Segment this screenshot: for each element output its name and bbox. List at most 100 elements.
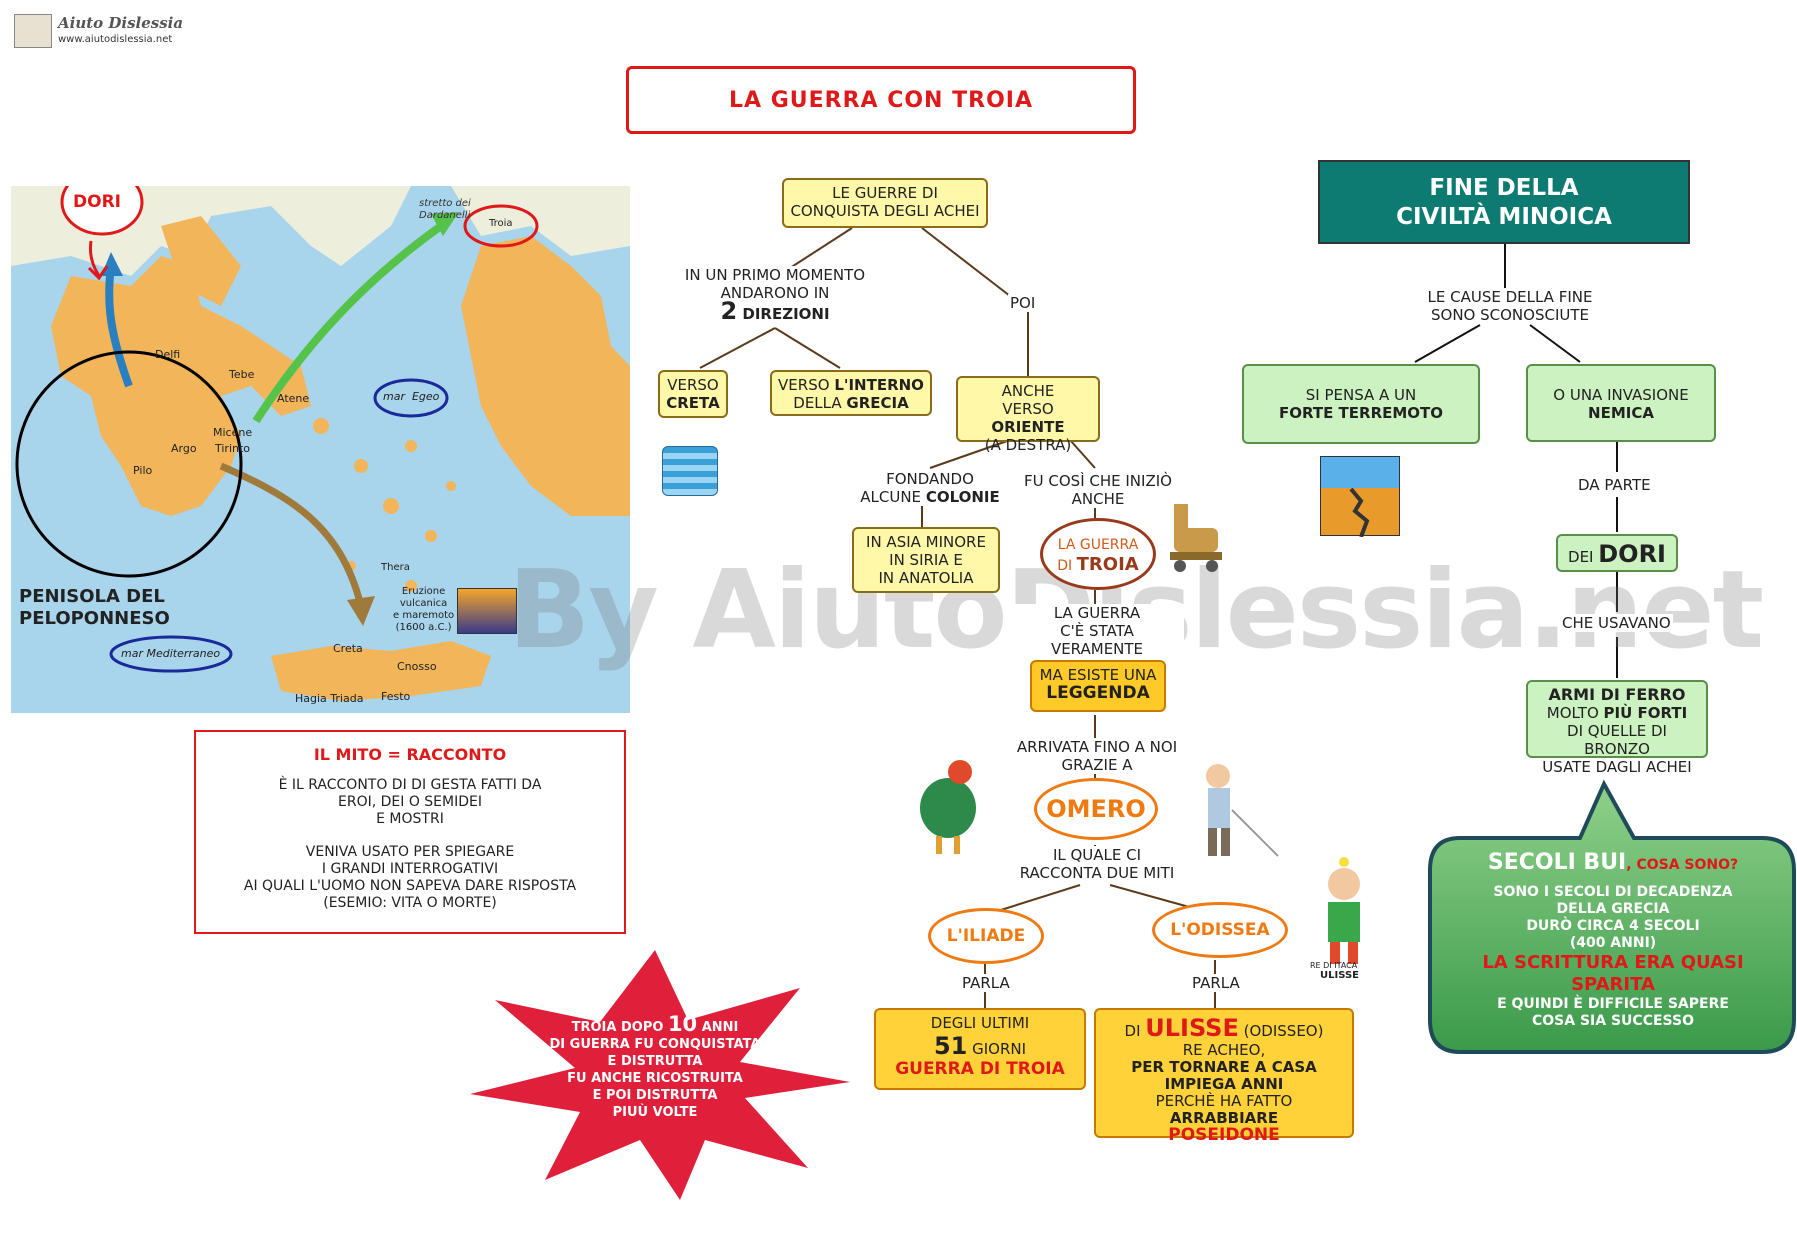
oval-omero: OMERO [1034, 778, 1158, 840]
node-leggenda-a: MA ESISTE UNA [1039, 666, 1157, 684]
mito-box: IL MITO = RACCONTO È IL RACCONTO DI DI G… [194, 730, 626, 934]
star-text: TROIA DOPO 10 ANNI DI GUERRA FU CONQUIST… [515, 1014, 795, 1121]
map-pilo-label: Pilo [133, 464, 153, 477]
oval-guerra-b: DI [1057, 558, 1077, 574]
map-peninsula-label: PENISOLA DEL PELOPONNESO [19, 586, 170, 630]
label-quale-l1: IL QUALE CI [1052, 846, 1142, 864]
label-arrivata-l2: GRAZIE A [1061, 756, 1133, 774]
logo-title: Aiuto Dislessia [58, 14, 184, 32]
mito-p2-l4: (ESEMIO: VITA O MORTE) [323, 895, 497, 911]
map-dori-label: DORI [73, 192, 121, 212]
label-quale-l2: RACCONTA DUE MITI [1019, 864, 1175, 882]
secoli-l5: LA SCRITTURA ERA QUASI [1482, 952, 1744, 973]
secoli-l6: SPARITA [1571, 974, 1655, 995]
node-giorni-d: GUERRA DI TROIA [895, 1059, 1065, 1079]
star-l5: E POI DISTRUTTA [592, 1088, 718, 1103]
node-interno: VERSO L'INTERNO DELLA GRECIA [770, 370, 932, 416]
node-interno-c: DELLA [793, 394, 847, 412]
label-arrivata-l1: ARRIVATA FINO A NOI [1016, 738, 1178, 756]
star-l1b: 10 [667, 1012, 698, 1036]
label-first-dir: DIREZIONI [737, 305, 830, 323]
map-hagia-label: Hagia Triada [295, 692, 364, 705]
mito-p2-l3: AI QUALI L'UOMO NON SAPEVA DARE RISPOSTA [243, 878, 577, 894]
minoica-title-box: FINE DELLA CIVILTÀ MINOICA [1318, 160, 1690, 244]
map-shapes [11, 186, 630, 701]
mito-p1-l2: EROI, DEI O SEMIDEI [338, 794, 482, 810]
map-tebe-label: Tebe [229, 368, 255, 381]
mito-p1-l3: E MOSTRI [376, 811, 444, 827]
oval-iliade-text: L'ILIADE [946, 926, 1026, 946]
node-armi-a: ARMI DI FERRO [1548, 685, 1686, 704]
node-oriente-a: ANCHE [1001, 382, 1055, 400]
map-strait-l1: stretto dei [419, 198, 471, 209]
node-armi-c: PIÙ FORTI [1603, 704, 1688, 722]
map-argo-label: Argo [171, 442, 197, 455]
map-festo-label: Festo [381, 690, 411, 703]
node-armi-e: USATE DAGLI ACHEI [1542, 758, 1692, 776]
node-interno-d: GRECIA [846, 394, 909, 412]
mito-title: IL MITO = RACCONTO [313, 745, 507, 764]
node-terremoto: SI PENSA A UN FORTE TERREMOTO [1242, 364, 1480, 444]
map-egeo-label: mar Egeo [383, 390, 440, 403]
star-l1a: TROIA DOPO [571, 1020, 668, 1035]
node-ulisse-c: (ODISSEO) [1238, 1022, 1324, 1040]
node-invasione-a: O UNA INVASIONE [1553, 386, 1689, 404]
node-ulisse-a: DI [1124, 1022, 1146, 1040]
node-giorni: DEGLI ULTIMI 51 GIORNI GUERRA DI TROIA [874, 1008, 1086, 1090]
rooster-icon [910, 756, 986, 858]
node-giorni-a: DEGLI ULTIMI [930, 1014, 1030, 1032]
node-oriente-d: (A DESTRA) [984, 436, 1072, 454]
label-parla-2: PARLA [1190, 974, 1242, 992]
label-vera-l2: C'È STATA VERAMENTE [1050, 622, 1144, 658]
node-dori: DEI DORI [1556, 534, 1678, 572]
label-cause-l1: LE CAUSE DELLA FINE [1427, 288, 1593, 306]
oval-odissea: L'ODISSEA [1152, 902, 1288, 958]
label-first-l2: ANDARONO IN [720, 284, 830, 302]
map-eruption-l1: Eruzione [401, 586, 446, 597]
node-asia-l1: IN ASIA MINORE [866, 533, 986, 551]
label-fondando-c: COLONIE [925, 488, 1000, 506]
earthquake-icon [1320, 456, 1400, 537]
star-l2: DI GUERRA FU CONQUISTATA [549, 1037, 761, 1052]
map-cnosso-label: Cnosso [397, 660, 437, 673]
secoli-l4: (400 ANNI) [1569, 935, 1657, 951]
oval-guerra-c: TROIA [1076, 554, 1139, 575]
label-arrivata: ARRIVATA FINO A NOI GRAZIE A [1010, 738, 1184, 774]
node-ulisse-g: PERCHÈ HA FATTO [1155, 1092, 1293, 1110]
node-leggenda-b: LEGGENDA [1046, 683, 1150, 703]
node-oriente-b: VERSO [1002, 400, 1054, 418]
label-cause-l2: SONO SCONOSCIUTE [1431, 306, 1589, 324]
label-quale: IL QUALE CI RACCONTA DUE MITI [1010, 846, 1184, 882]
star-l3: E DISTRUTTA [607, 1054, 703, 1069]
oval-iliade: L'ILIADE [928, 908, 1044, 964]
secoli-l1: SONO I SECOLI DI DECADENZA [1493, 884, 1733, 900]
node-giorni-c: GIORNI [967, 1040, 1027, 1058]
page-title-text: LA GUERRA CON TROIA [728, 87, 1033, 113]
secoli-l7: E QUINDI È DIFFICILE SAPERE [1497, 996, 1729, 1012]
label-fondando: FONDANDO ALCUNE COLONIE [858, 470, 1002, 506]
secoli-l8: COSA SIA SUCCESSO [1532, 1013, 1694, 1029]
map-peninsula-l2: PELOPONNESO [19, 608, 170, 629]
mito-p2-l1: VENIVA USATO PER SPIEGARE [305, 844, 515, 860]
node-terremoto-b: FORTE TERREMOTO [1278, 404, 1444, 422]
logo-url: www.aiutodislessia.net [58, 34, 173, 45]
label-vera-l1: LA GUERRA [1053, 604, 1141, 622]
logo[interactable]: Aiuto Dislessia www.aiutodislessia.net [14, 12, 183, 50]
node-dori-b: DORI [1598, 540, 1666, 568]
page-title: LA GUERRA CON TROIA [626, 66, 1136, 134]
node-creta: VERSO CRETA [658, 370, 728, 418]
map-eruption-label: Eruzione vulcanica e maremoto (1600 a.C.… [393, 586, 454, 634]
minoica-title-l1: FINE DELLA [1429, 175, 1579, 201]
node-creta-b: CRETA [666, 394, 720, 412]
homer-icon [1192, 760, 1282, 860]
map-mediterraneo-label: mar Mediterraneo [121, 647, 221, 660]
oval-omero-text: OMERO [1046, 795, 1146, 823]
node-root: LE GUERRE DI CONQUISTA DEGLI ACHEI [782, 178, 988, 228]
label-first: IN UN PRIMO MOMENTO ANDARONO IN 2 DIREZI… [678, 266, 872, 323]
node-asia-l2: IN SIRIA E [889, 551, 963, 569]
map-micene-label: Micene [213, 426, 253, 439]
node-interno-a: VERSO [778, 376, 835, 394]
node-giorni-b: 51 [933, 1032, 968, 1060]
node-creta-a: VERSO [667, 376, 719, 394]
